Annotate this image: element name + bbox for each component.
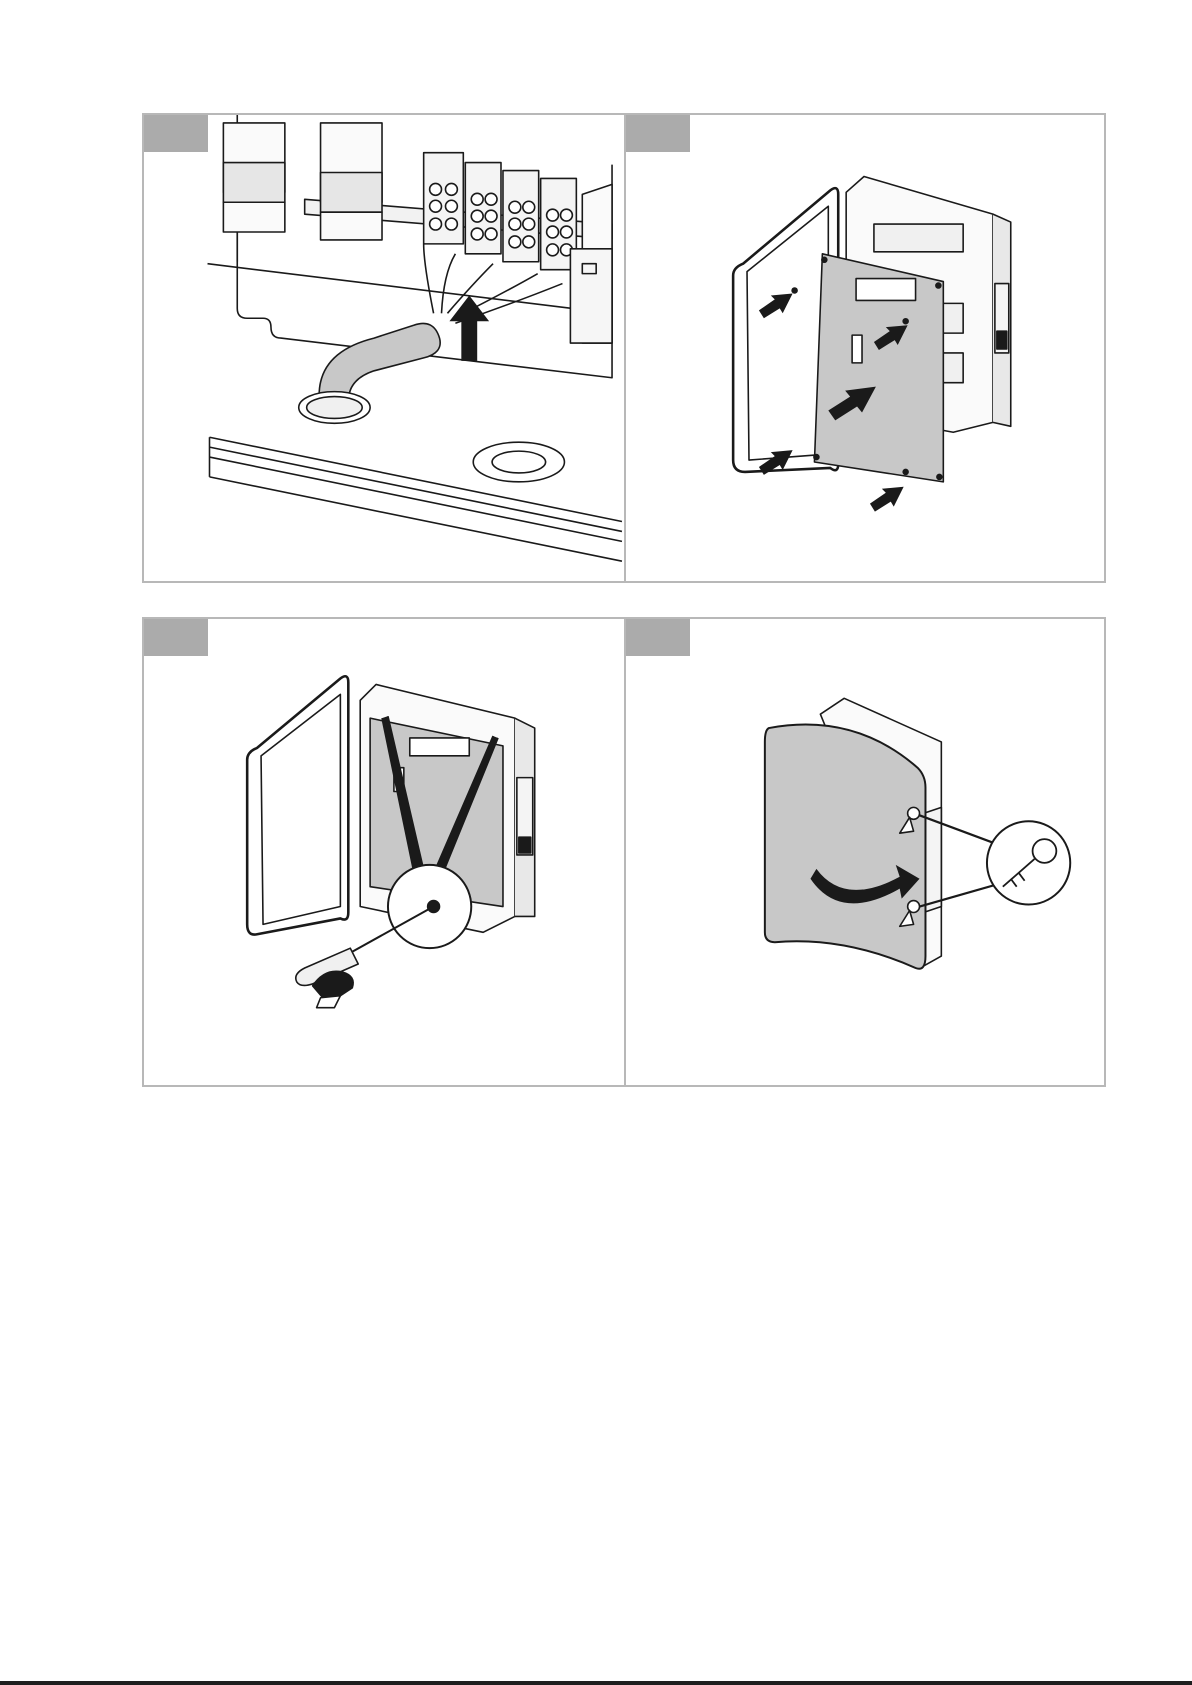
- step-tab-1: [144, 115, 208, 152]
- panel-screw-fastening: [144, 619, 624, 1085]
- cable-entry-illustration: [144, 115, 624, 581]
- step-tab-3: [144, 619, 208, 656]
- illustration-row-top: [142, 113, 1106, 583]
- panel-cover-plate: [626, 115, 1104, 581]
- step-tab-4: [626, 619, 690, 656]
- illustration-row-bottom: [142, 617, 1106, 1087]
- cover-plate-illustration: [626, 115, 1104, 581]
- screw-fastening-illustration: [144, 619, 624, 1085]
- page-footer-rule: [0, 1681, 1192, 1685]
- panel-door-lock: [626, 619, 1104, 1085]
- panel-cable-entry: [144, 115, 624, 581]
- door-lock-illustration: [626, 619, 1104, 1085]
- step-tab-2: [626, 115, 690, 152]
